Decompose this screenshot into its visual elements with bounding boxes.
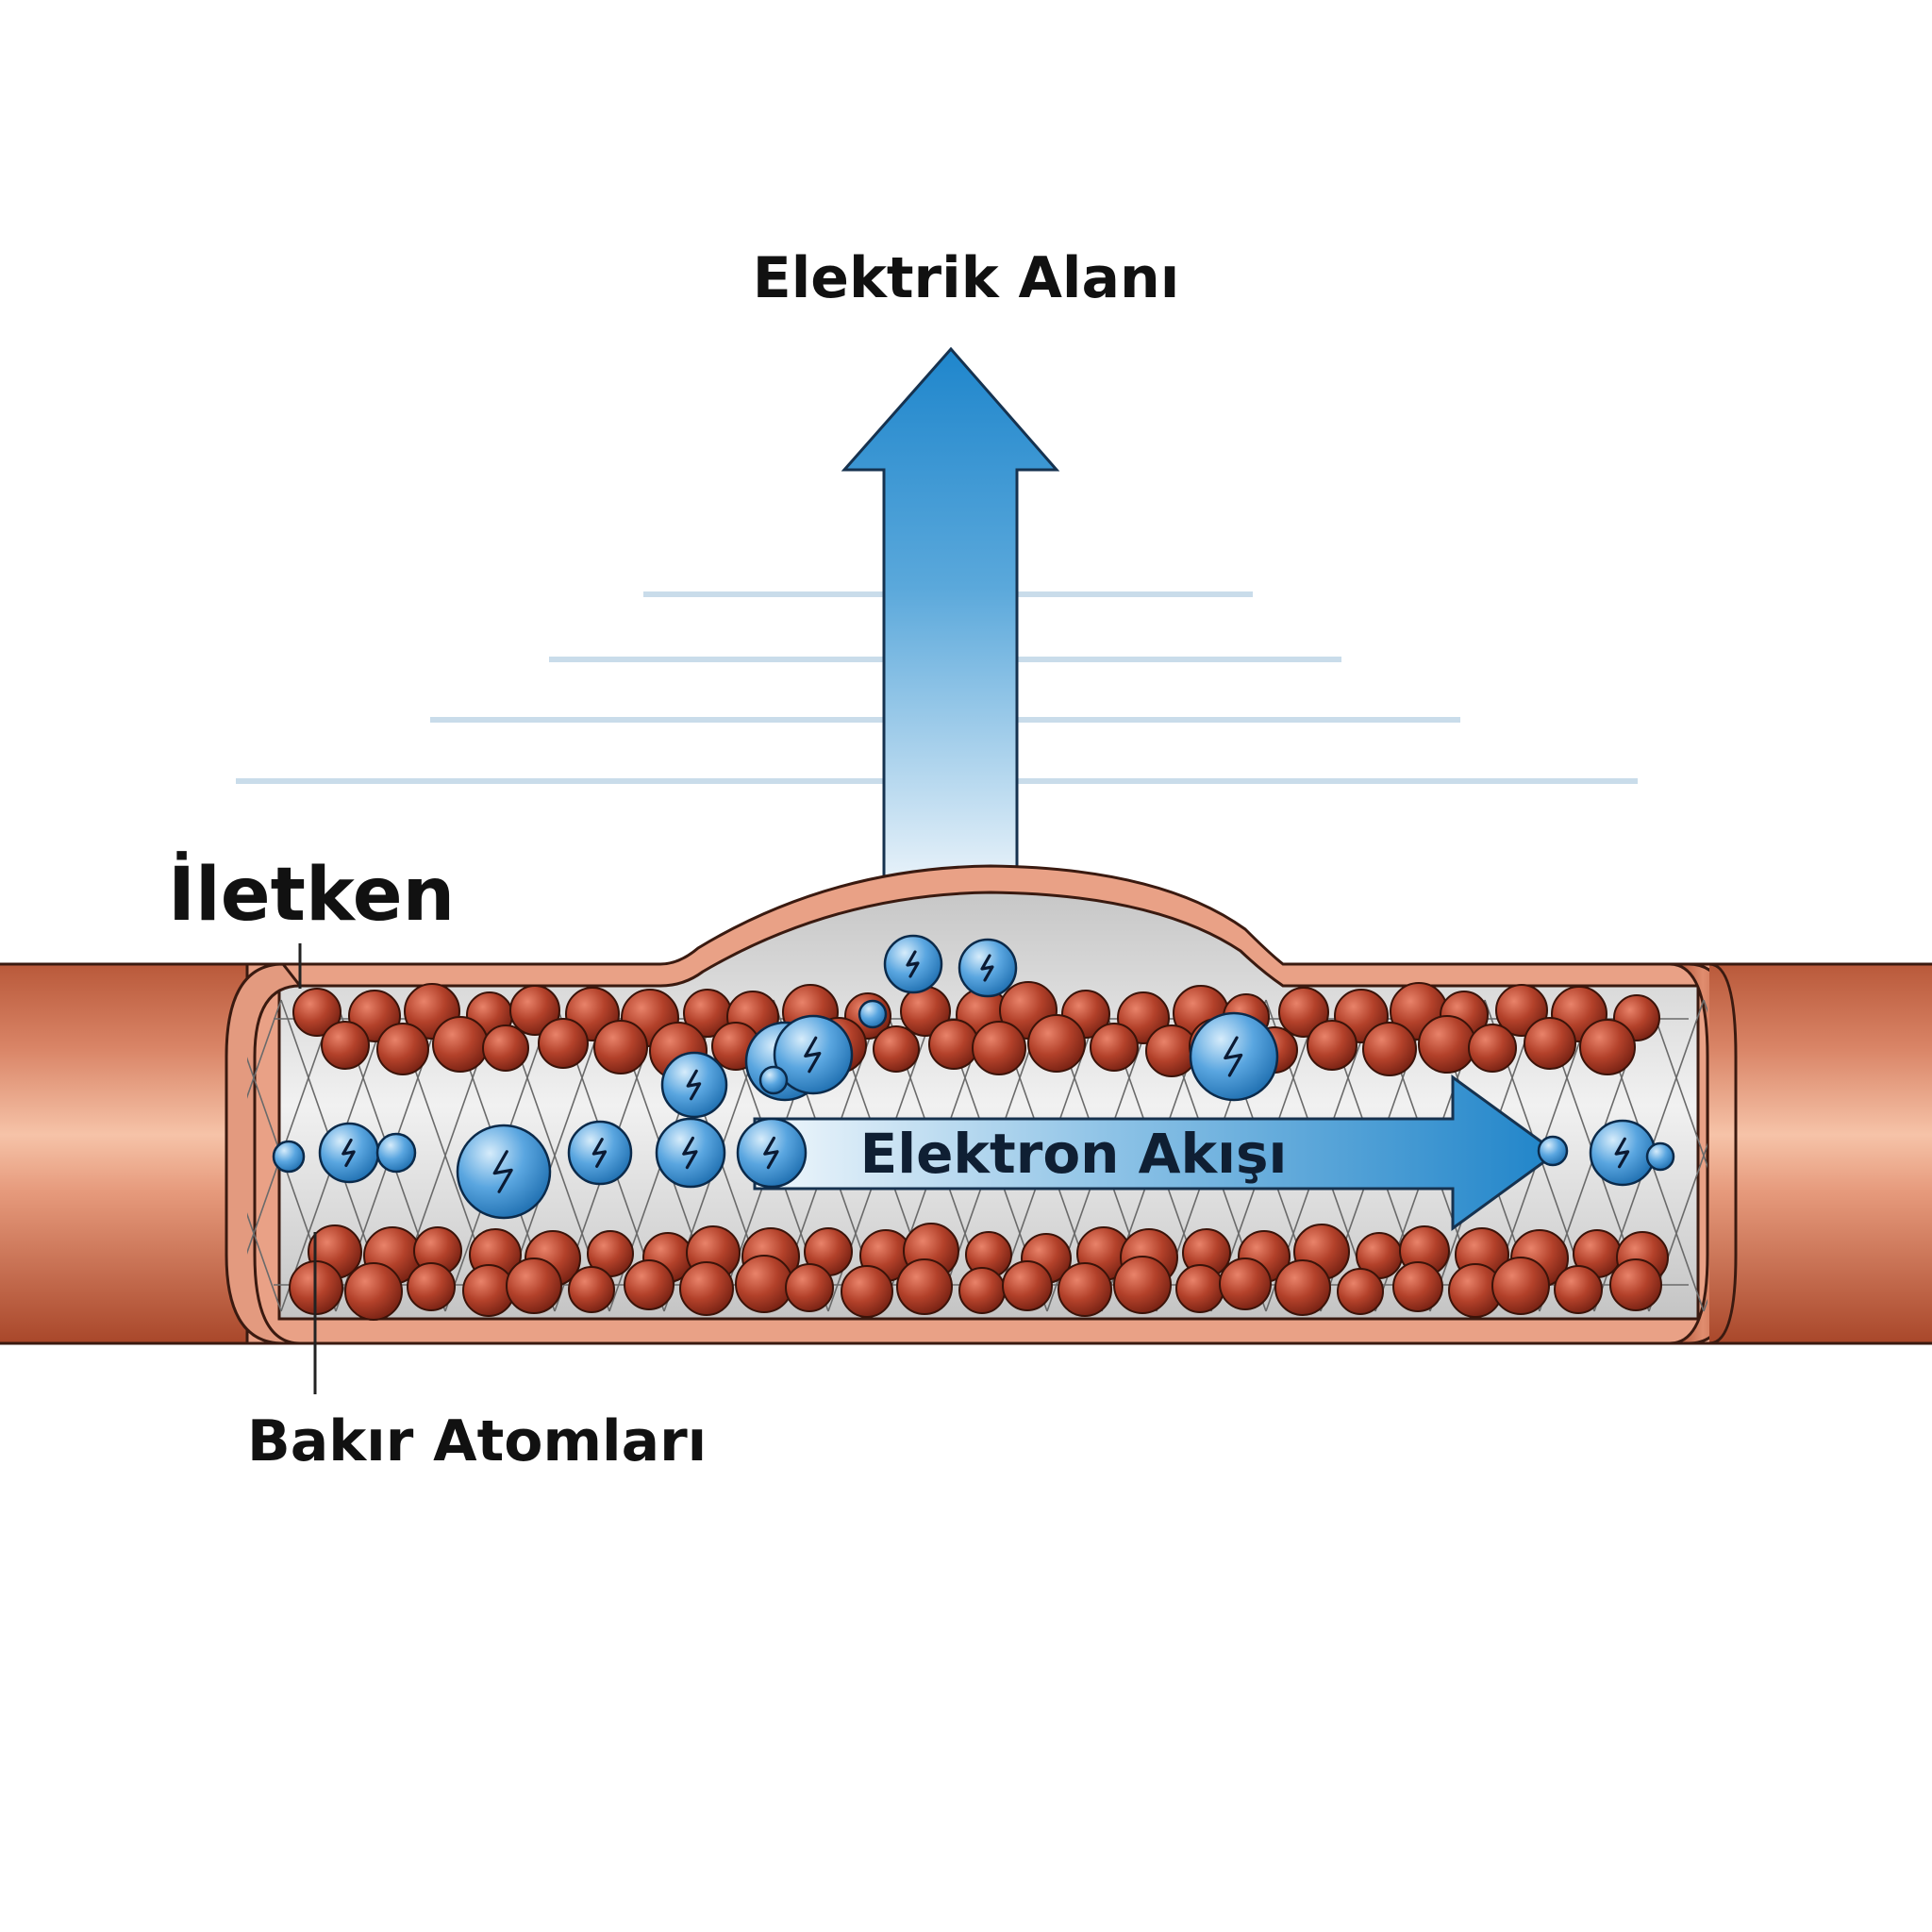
conductor-label: İletken	[168, 851, 455, 938]
electron	[736, 1117, 808, 1189]
copper-atom	[482, 1024, 529, 1072]
lightning-bolt-icon	[906, 950, 920, 978]
copper-atom	[1524, 1017, 1576, 1070]
copper-atom	[1058, 1262, 1112, 1317]
copper-atom	[896, 1258, 953, 1315]
electrons	[272, 934, 1675, 1220]
electron	[958, 938, 1018, 998]
copper-atom	[509, 985, 560, 1036]
copper-atom	[1392, 1261, 1443, 1312]
electron	[858, 999, 888, 1029]
copper-atom	[432, 1016, 489, 1073]
copper-atom	[376, 1023, 429, 1075]
electron	[1189, 1011, 1279, 1102]
copper-atom	[407, 1262, 456, 1311]
electron	[456, 1124, 552, 1220]
copper-atom	[1468, 1024, 1517, 1073]
copper-atom	[1278, 987, 1329, 1038]
electric-field-arrow	[841, 346, 1060, 879]
copper-atom	[735, 1255, 793, 1313]
copper-atom	[624, 1259, 675, 1310]
copper-atom	[1579, 1019, 1636, 1075]
copper-atom	[841, 1265, 893, 1318]
lightning-bolt-icon	[686, 1069, 702, 1101]
electron	[758, 1065, 789, 1095]
copper-atom	[1113, 1256, 1172, 1314]
copper-atoms	[289, 981, 1669, 1321]
lightning-bolt-icon	[1224, 1036, 1243, 1077]
copper-atom	[1274, 1259, 1331, 1316]
copper-atom	[972, 1021, 1026, 1075]
electron	[375, 1132, 417, 1174]
electron-flow-label: Elektron Akışı	[860, 1122, 1288, 1186]
electron	[773, 1014, 854, 1095]
electron-flow-arrow	[753, 1074, 1559, 1231]
lightning-bolt-icon	[492, 1150, 513, 1193]
copper-atom	[1337, 1268, 1384, 1315]
copper-atom	[1418, 1015, 1476, 1074]
wire-left-cap	[225, 962, 304, 1345]
copper-atom	[928, 1019, 979, 1070]
electron	[318, 1122, 380, 1184]
lightning-bolt-icon	[341, 1138, 356, 1168]
copper-atom	[1362, 1022, 1417, 1076]
lightning-bolt-icon	[1614, 1137, 1630, 1169]
copper-atom	[1002, 1260, 1053, 1311]
lightning-bolt-icon	[980, 954, 994, 982]
copper-atom	[344, 1262, 403, 1321]
copper-atom	[568, 1266, 615, 1313]
copper-atom	[1219, 1257, 1272, 1310]
electron	[655, 1117, 726, 1189]
copper-atoms-label: Bakır Atomları	[247, 1408, 707, 1474]
copper-atom	[1307, 1020, 1357, 1071]
copper-atom	[1491, 1257, 1550, 1315]
copper-atom	[958, 1267, 1006, 1314]
copper-atom	[321, 1021, 370, 1070]
copper-atom	[1175, 1264, 1224, 1313]
electron	[272, 1140, 306, 1174]
copper-atom	[1554, 1265, 1603, 1314]
copper-atom	[679, 1261, 734, 1316]
copper-atom	[292, 988, 341, 1037]
electron	[883, 934, 943, 994]
copper-atom	[873, 1025, 920, 1073]
copper-atom	[506, 1257, 562, 1314]
copper-atom	[593, 1020, 648, 1074]
electron	[567, 1120, 633, 1186]
lightning-bolt-icon	[682, 1136, 698, 1170]
copper-atom	[785, 1263, 834, 1312]
copper-atom	[1027, 1014, 1086, 1073]
lightning-bolt-icon	[804, 1036, 822, 1074]
electron	[1537, 1135, 1569, 1167]
electron	[1589, 1119, 1657, 1187]
electron	[1645, 1141, 1675, 1172]
copper-atom	[538, 1018, 589, 1069]
lightning-bolt-icon	[763, 1136, 779, 1170]
copper-atom	[1090, 1023, 1139, 1072]
lightning-bolt-icon	[591, 1138, 608, 1168]
electric-field-label: Elektrik Alanı	[753, 245, 1180, 311]
copper-atom	[1609, 1258, 1662, 1311]
electron	[660, 1051, 728, 1119]
